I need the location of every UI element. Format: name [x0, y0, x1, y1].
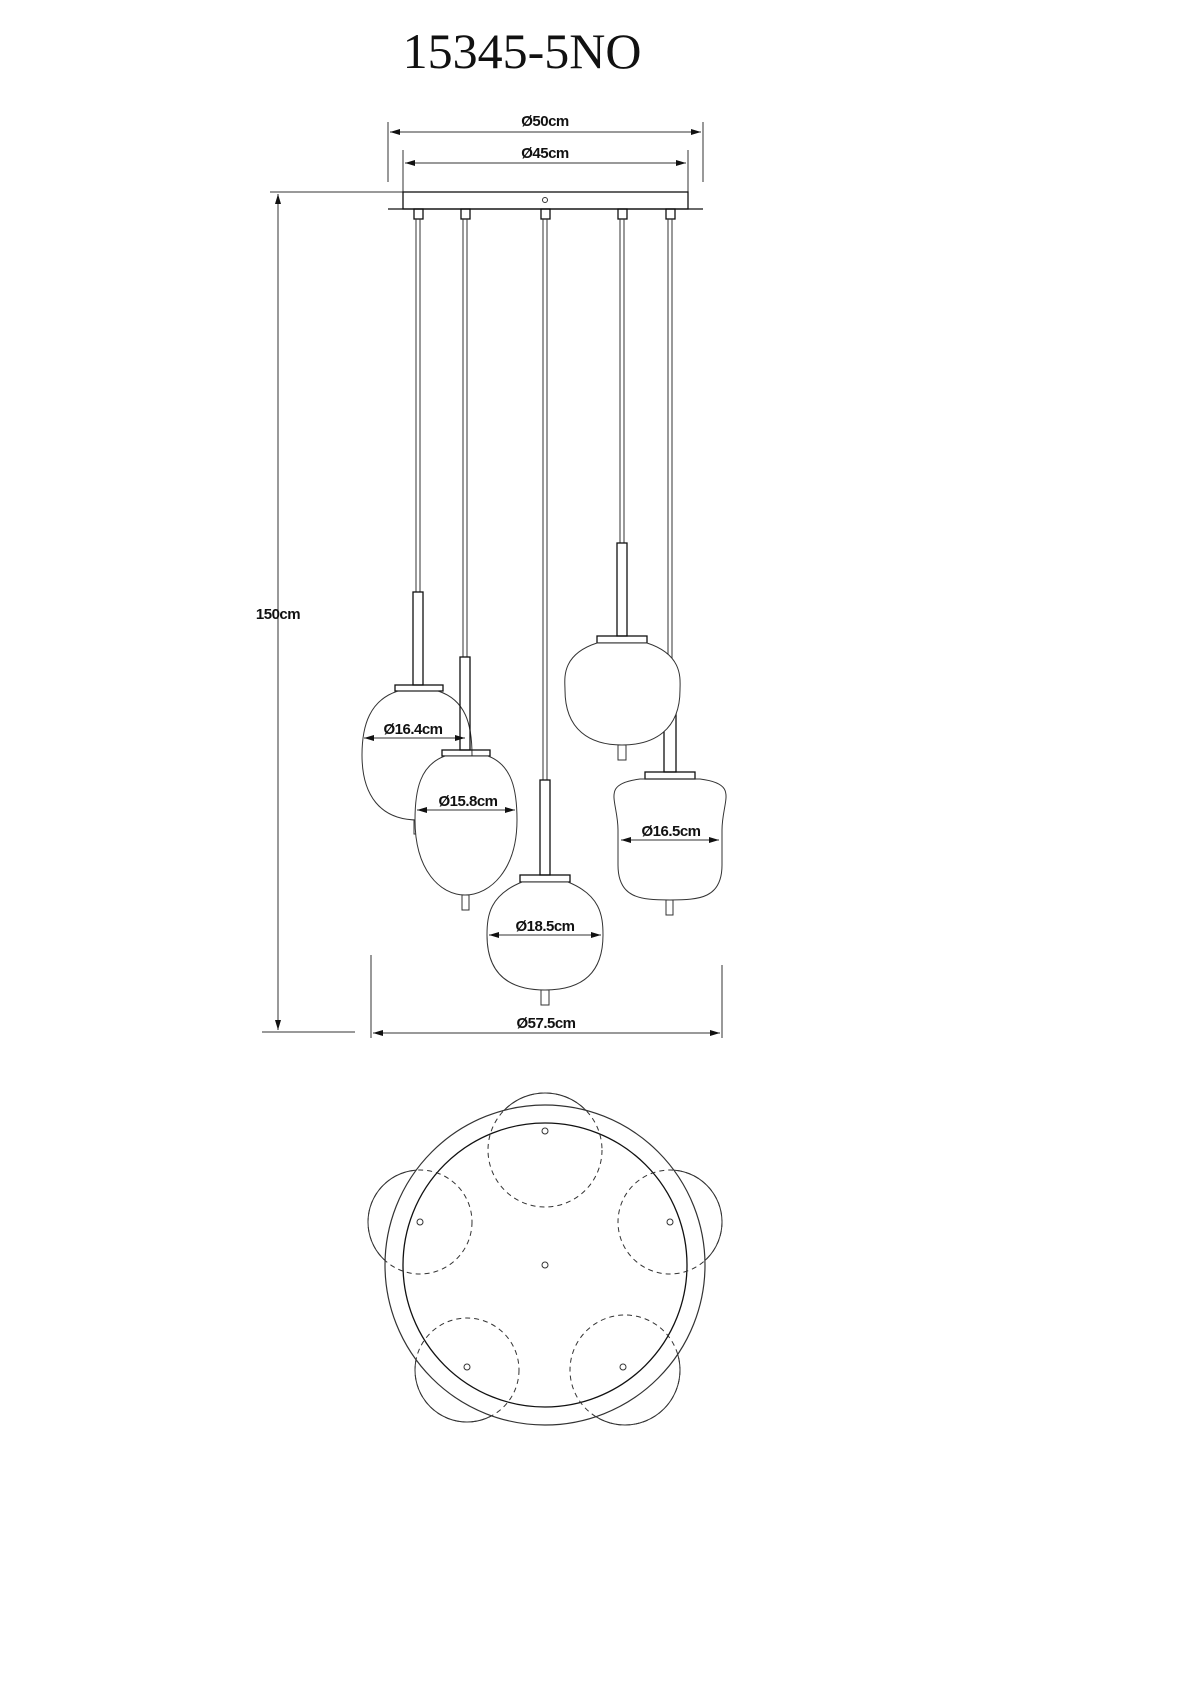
pendant-2: Ø15.8cm — [414, 219, 518, 911]
bottom-view — [367, 1092, 723, 1426]
model-title: 15345-5NO — [403, 23, 642, 79]
canopy-inner-label: Ø45cm — [521, 145, 569, 162]
total-width-dimension: Ø57.5cm — [370, 955, 723, 1038]
total-width-label: Ø57.5cm — [516, 1015, 575, 1032]
pendant-3: Ø18.5cm — [486, 219, 604, 1006]
height-label: 150cm — [256, 606, 300, 623]
shade-1-label: Ø16.4cm — [383, 721, 442, 738]
shade-3-label: Ø18.5cm — [515, 918, 574, 935]
canopy-outer-dimension: Ø50cm — [387, 113, 704, 182]
shade-4-label: Ø16.5cm — [641, 823, 700, 840]
shade-2-label: Ø15.8cm — [438, 793, 497, 810]
pendant-1: Ø16.4cm — [361, 219, 473, 835]
canopy-inner-dimension: Ø45cm — [402, 145, 689, 195]
pendant-5: Ø16.5cm — [613, 219, 727, 916]
height-dimension: 150cm — [256, 194, 355, 1033]
canopy — [270, 191, 703, 220]
pendant-4 — [564, 219, 681, 761]
canopy-outer-label: Ø50cm — [521, 113, 569, 130]
